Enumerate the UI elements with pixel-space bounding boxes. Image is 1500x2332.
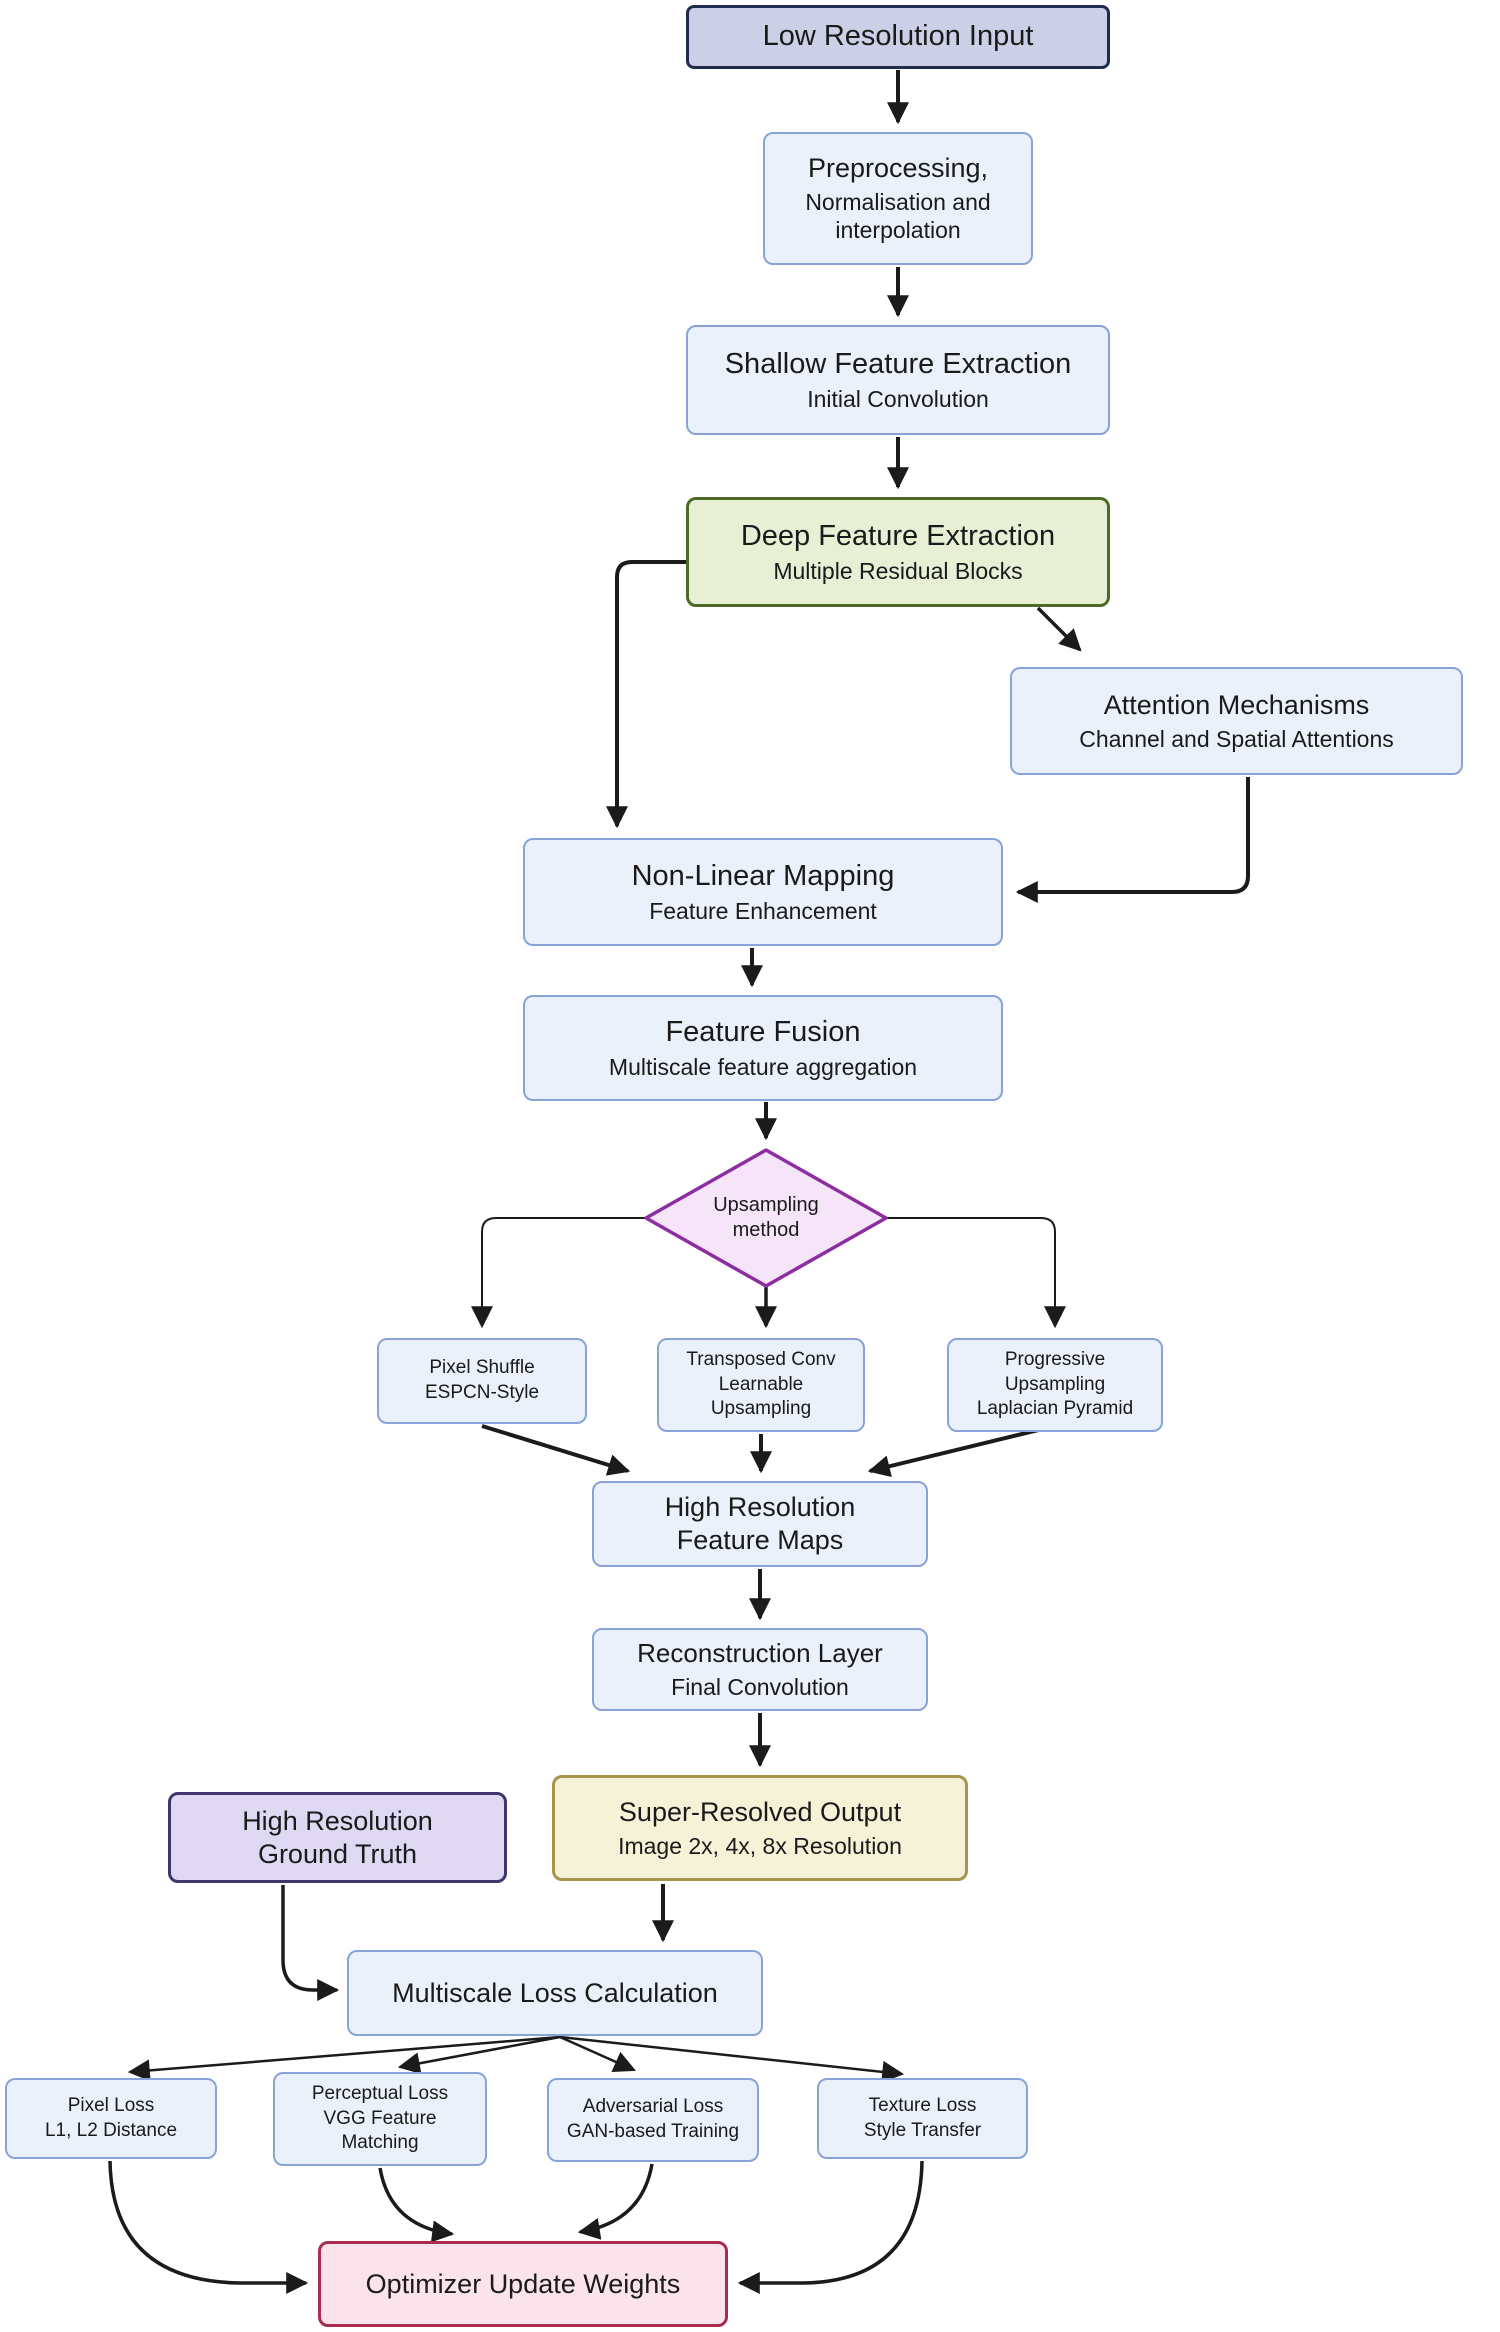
- node-title: Multiscale Loss Calculation: [392, 1977, 718, 2008]
- node-perceptual-loss: Perceptual Loss VGG Feature Matching: [273, 2072, 487, 2166]
- node-title: Pixel Shuffle ESPCN-Style: [424, 1357, 540, 1403]
- node-super-resolved-output: Super-Resolved Output Image 2x, 4x, 8x R…: [552, 1775, 968, 1881]
- node-title: Texture Loss Style Transfer: [863, 2094, 982, 2141]
- arrow-ground-truth-to-multiscale: [281, 1885, 340, 2001]
- node-title: Transposed Conv Learnable Upsampling: [686, 1348, 836, 1420]
- node-title: Adversarial Loss GAN-based Training: [566, 2096, 740, 2142]
- node-subtitle: Feature Enhancement: [649, 898, 877, 925]
- node-transposed-conv: Transposed Conv Learnable Upsampling: [657, 1338, 865, 1432]
- node-pixel-loss: Pixel Loss L1, L2 Distance: [5, 2078, 217, 2159]
- node-subtitle: Normalisation and interpolation: [805, 189, 991, 244]
- arrow-pixel-loss-to-optimizer: [108, 2160, 309, 2294]
- arrow-multiscale-to-pixel-loss: [127, 2035, 561, 2082]
- node-deep-feature-extraction: Deep Feature Extraction Multiple Residua…: [686, 497, 1110, 607]
- node-title: Deep Feature Extraction: [740, 519, 1056, 552]
- node-title: Preprocessing,: [807, 153, 989, 184]
- arrow-texture-loss-to-optimizer: [737, 2160, 924, 2294]
- node-title: Non-Linear Mapping: [631, 859, 895, 892]
- node-high-resolution-feature-maps: High Resolution Feature Maps: [592, 1481, 928, 1567]
- node-title: High Resolution Feature Maps: [664, 1492, 856, 1555]
- node-preprocessing: Preprocessing, Normalisation and interpo…: [763, 132, 1033, 265]
- node-subtitle: Final Convolution: [671, 1673, 849, 1700]
- arrow-deep-to-attention: [1036, 606, 1082, 652]
- arrow-multiscale-to-adversarial-loss: [559, 2035, 637, 2072]
- arrow-multiscale-to-texture-loss: [559, 2035, 905, 2083]
- node-reconstruction-layer: Reconstruction Layer Final Convolution: [592, 1628, 928, 1711]
- node-attention-mechanisms: Attention Mechanisms Channel and Spatial…: [1010, 667, 1463, 775]
- arrow-pixel-shuffle-to-hrfm: [481, 1424, 631, 1476]
- node-title: Reconstruction Layer: [637, 1638, 883, 1669]
- arrow-decision-to-progressive: [884, 1217, 1066, 1329]
- node-non-linear-mapping: Non-Linear Mapping Feature Enhancement: [523, 838, 1003, 946]
- node-feature-fusion: Feature Fusion Multiscale feature aggreg…: [523, 995, 1003, 1101]
- node-optimizer-update-weights: Optimizer Update Weights: [318, 2241, 728, 2327]
- node-title: Progressive Upsampling Laplacian Pyramid: [976, 1348, 1134, 1420]
- node-subtitle: Multiple Residual Blocks: [773, 558, 1023, 585]
- node-upsampling-decision-label: Upsampling method: [713, 1194, 819, 1241]
- node-title: Perceptual Loss VGG Feature Matching: [311, 2082, 449, 2154]
- arrow-perceptual-loss-to-optimizer: [378, 2167, 455, 2243]
- node-title: Super-Resolved Output: [618, 1797, 902, 1827]
- node-title: Optimizer Update Weights: [365, 2268, 681, 2299]
- node-title: Pixel Loss L1, L2 Distance: [44, 2094, 178, 2141]
- arrow-multiscale-to-perceptual-loss: [397, 2035, 561, 2075]
- node-high-resolution-ground-truth: High Resolution Ground Truth: [168, 1792, 507, 1883]
- node-title: Feature Fusion: [665, 1015, 861, 1048]
- node-texture-loss: Texture Loss Style Transfer: [817, 2078, 1028, 2159]
- node-title: Attention Mechanisms: [1103, 690, 1370, 720]
- node-title: Low Resolution Input: [762, 20, 1034, 53]
- arrow-deep-to-nonlinear: [606, 560, 686, 829]
- node-low-resolution-input: Low Resolution Input: [686, 5, 1110, 69]
- arrow-progressive-to-hrfm: [867, 1424, 1056, 1478]
- node-title: High Resolution Ground Truth: [242, 1805, 433, 1869]
- arrow-decision-to-pixel-shuffle: [471, 1217, 648, 1329]
- node-subtitle: Channel and Spatial Attentions: [1079, 725, 1394, 752]
- node-adversarial-loss: Adversarial Loss GAN-based Training: [547, 2078, 759, 2162]
- node-multiscale-loss-calculation: Multiscale Loss Calculation: [347, 1950, 763, 2036]
- upsampling-decision-diamond: [644, 1148, 888, 1288]
- node-subtitle: Initial Convolution: [807, 386, 989, 413]
- node-title: Shallow Feature Extraction: [724, 347, 1072, 380]
- node-subtitle: Multiscale feature aggregation: [608, 1054, 918, 1081]
- node-shallow-feature-extraction: Shallow Feature Extraction Initial Convo…: [686, 325, 1110, 435]
- node-progressive-upsampling: Progressive Upsampling Laplacian Pyramid: [947, 1338, 1163, 1432]
- node-pixel-shuffle: Pixel Shuffle ESPCN-Style: [377, 1338, 587, 1424]
- arrow-adversarial-loss-to-optimizer: [577, 2163, 654, 2240]
- node-subtitle: Image 2x, 4x, 8x Resolution: [618, 1832, 902, 1859]
- arrow-attention-to-nonlinear: [1015, 777, 1250, 903]
